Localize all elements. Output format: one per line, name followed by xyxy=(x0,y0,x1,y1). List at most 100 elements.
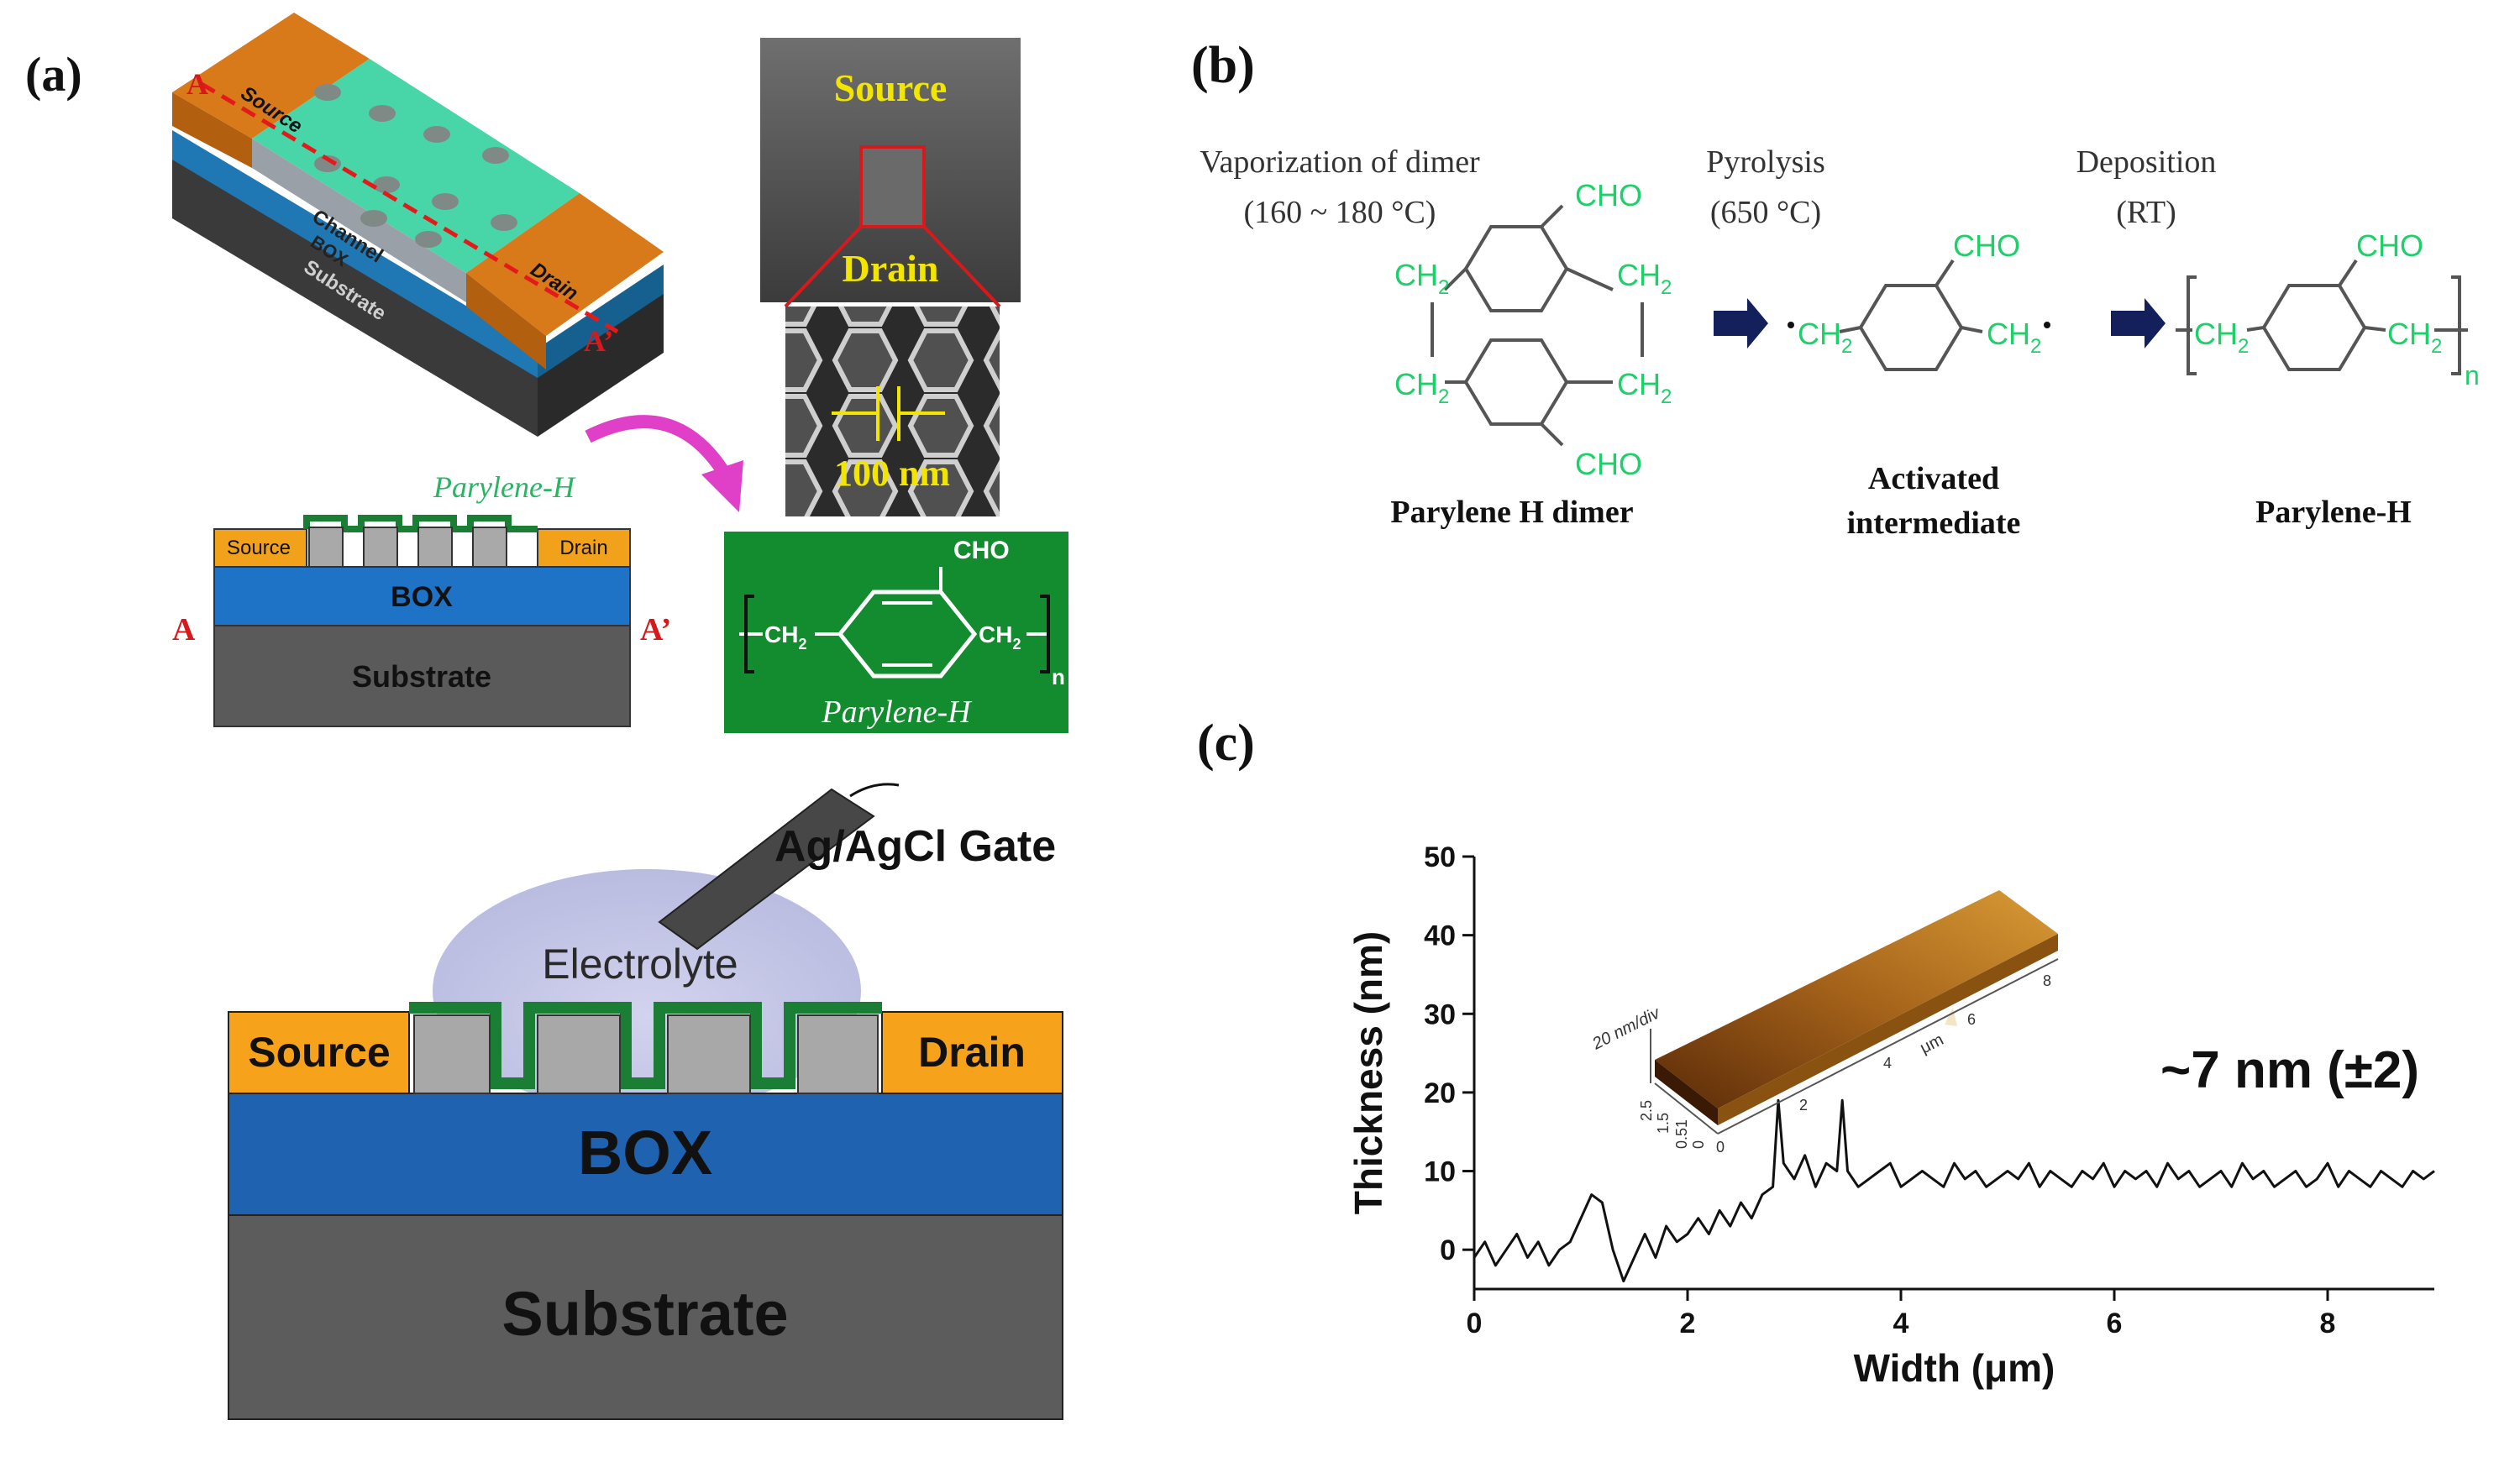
device-box-layer-right xyxy=(538,265,664,378)
bottom-drain-label: Drain xyxy=(918,1029,1026,1076)
formula-repeat-n: n xyxy=(1052,664,1065,689)
afm-surface-side xyxy=(1718,934,2058,1125)
bottom-box-label: BOX xyxy=(578,1118,712,1187)
polymer-ch2-left: CH2 xyxy=(2194,317,2249,358)
reaction-arrow-1 xyxy=(1714,298,1768,349)
y-tick-label-0: 0 xyxy=(1440,1234,1456,1266)
afm-axis-x xyxy=(1717,958,2059,1135)
cs-box-label: BOX xyxy=(391,581,453,613)
device-box-layer xyxy=(172,130,538,378)
afm-xtick-1: 2 xyxy=(1799,1097,1808,1114)
y-tick-label-4: 40 xyxy=(1424,920,1456,952)
x-tick-label-2: 4 xyxy=(1893,1308,1909,1339)
thickness-annotation: ~7 nm (±2) xyxy=(2160,1041,2419,1099)
formula-ch2-right: CH2 xyxy=(979,621,1021,653)
polymer-name: Parylene-H xyxy=(2255,495,2412,530)
series-line-0 xyxy=(1473,1098,2435,1283)
device-drain-pad xyxy=(466,193,664,336)
dimer-cho-bottom: CHO xyxy=(1575,447,1642,481)
dimer-bond-3 xyxy=(1443,267,1467,291)
dimer-bond-2 xyxy=(1540,422,1564,447)
afm-axis-unit: μm xyxy=(1917,1030,1946,1057)
sem-source-label: Source xyxy=(834,66,948,109)
device-3d: A A’ Source Drain Channel BOX Substrate xyxy=(172,13,664,437)
afm-xtick-4: 8 xyxy=(2043,972,2051,989)
cs-substrate xyxy=(213,625,631,727)
intermediate-bond-1 xyxy=(1935,259,1955,287)
formula-background xyxy=(724,532,1068,733)
x-tick-label-4: 8 xyxy=(2320,1308,2336,1339)
bottom-box xyxy=(228,1093,1063,1216)
parylene-formula-box: CHO CH2 CH2 n Parylene-H xyxy=(724,532,1068,733)
pointer-arrow-head xyxy=(701,460,743,512)
sem-channel-bridge xyxy=(859,145,926,228)
intermediate-name-2: intermediate xyxy=(1847,506,2021,541)
bottom-fin-3 xyxy=(667,1014,751,1094)
step1-title: Vaporization of dimer xyxy=(1200,144,1480,180)
polymer-repeat-n: n xyxy=(2465,360,2480,390)
device-drain-pad-side xyxy=(466,273,546,369)
bottom-drain-pad xyxy=(881,1011,1063,1094)
y-tick-label-1: 10 xyxy=(1424,1156,1456,1188)
y-tick-label-3: 30 xyxy=(1424,998,1456,1030)
intermediate-bond-3 xyxy=(1961,326,1983,333)
sem-scale-label: 100 nm xyxy=(834,453,950,494)
sem-drain-label: Drain xyxy=(843,247,939,290)
afm-xtick-3: 6 xyxy=(1967,1011,1976,1028)
section-line xyxy=(200,81,619,334)
x-tick-label-0: 0 xyxy=(1467,1308,1483,1339)
step2-temp: (650 °C) xyxy=(1710,195,1821,230)
formula-ch2-left: CH2 xyxy=(764,621,806,653)
cs-right-mark: A’ xyxy=(640,612,671,647)
small-cross-section: Parylene-H Source Drain BOX Substrate A … xyxy=(172,470,671,727)
cs-box xyxy=(213,566,631,626)
polymer-ring xyxy=(2261,284,2367,371)
cs-substrate-label: Substrate xyxy=(352,659,491,694)
dimer-ch2-2: CH2 xyxy=(1617,258,1672,299)
cs-fin-3 xyxy=(417,527,453,568)
dimer-bond-4 xyxy=(1566,267,1614,291)
polymer-ch2-right: CH2 xyxy=(2387,317,2442,358)
dimer-name: Parylene H dimer xyxy=(1390,495,1633,530)
afm-z-scale: 20 nm/div xyxy=(1588,1004,1663,1054)
step3-title: Deposition xyxy=(2076,144,2217,180)
radical-dot-right xyxy=(2044,322,2050,328)
polymer-bracket-left xyxy=(2187,275,2197,375)
step2-title: Pyrolysis xyxy=(1706,144,1824,180)
section-end-label: A’ xyxy=(584,324,613,358)
polymer-bond-1 xyxy=(2338,259,2358,287)
x-axis-title: Width (μm) xyxy=(1854,1346,2055,1390)
bottom-device: Ag/AgCl Gate Electrolyte Source Drain BO… xyxy=(228,783,1063,1420)
formula-name: Parylene-H xyxy=(821,694,973,730)
formula-cho: CHO xyxy=(953,537,1010,564)
afm-xtick-0: 0 xyxy=(1716,1139,1725,1156)
bottom-source-pad xyxy=(228,1011,410,1094)
electrolyte-label: Electrolyte xyxy=(542,941,738,988)
step3-temp: (RT) xyxy=(2116,195,2176,230)
sem-micrograph: Source Drain 100 nm xyxy=(760,38,1021,516)
polymer-bond-3 xyxy=(2364,326,2386,332)
y-axis-title: Thickness (nm) xyxy=(1347,931,1390,1214)
dimer-ring-bottom xyxy=(1463,338,1569,426)
device-source-pad-side xyxy=(172,92,252,168)
polymer-bond-2 xyxy=(2246,326,2265,332)
panel-b: (b) Vaporization of dimer (160 ~ 180 °C)… xyxy=(1191,37,2480,541)
gate-wire xyxy=(849,783,900,798)
intermediate-ch2-right: CH2 xyxy=(1987,317,2041,358)
afm-xtick-2: 4 xyxy=(1883,1055,1892,1072)
polymer-bracket-right xyxy=(2451,275,2461,375)
dimer-ch2-4: CH2 xyxy=(1617,367,1672,408)
device-substrate-side-right xyxy=(538,290,664,437)
afm-surface-top xyxy=(1655,890,2058,1108)
intermediate-bond-2 xyxy=(1839,326,1861,333)
cs-left-mark: A xyxy=(172,612,196,647)
panel-c-label: (c) xyxy=(1197,715,1255,772)
polymer-structure xyxy=(2176,259,2468,375)
formula-bracket-right xyxy=(1040,595,1050,673)
intermediate-ring xyxy=(1858,284,1964,371)
gate-label: Ag/AgCl Gate xyxy=(774,822,1056,871)
dimer-ch2-3: CH2 xyxy=(1394,367,1449,408)
